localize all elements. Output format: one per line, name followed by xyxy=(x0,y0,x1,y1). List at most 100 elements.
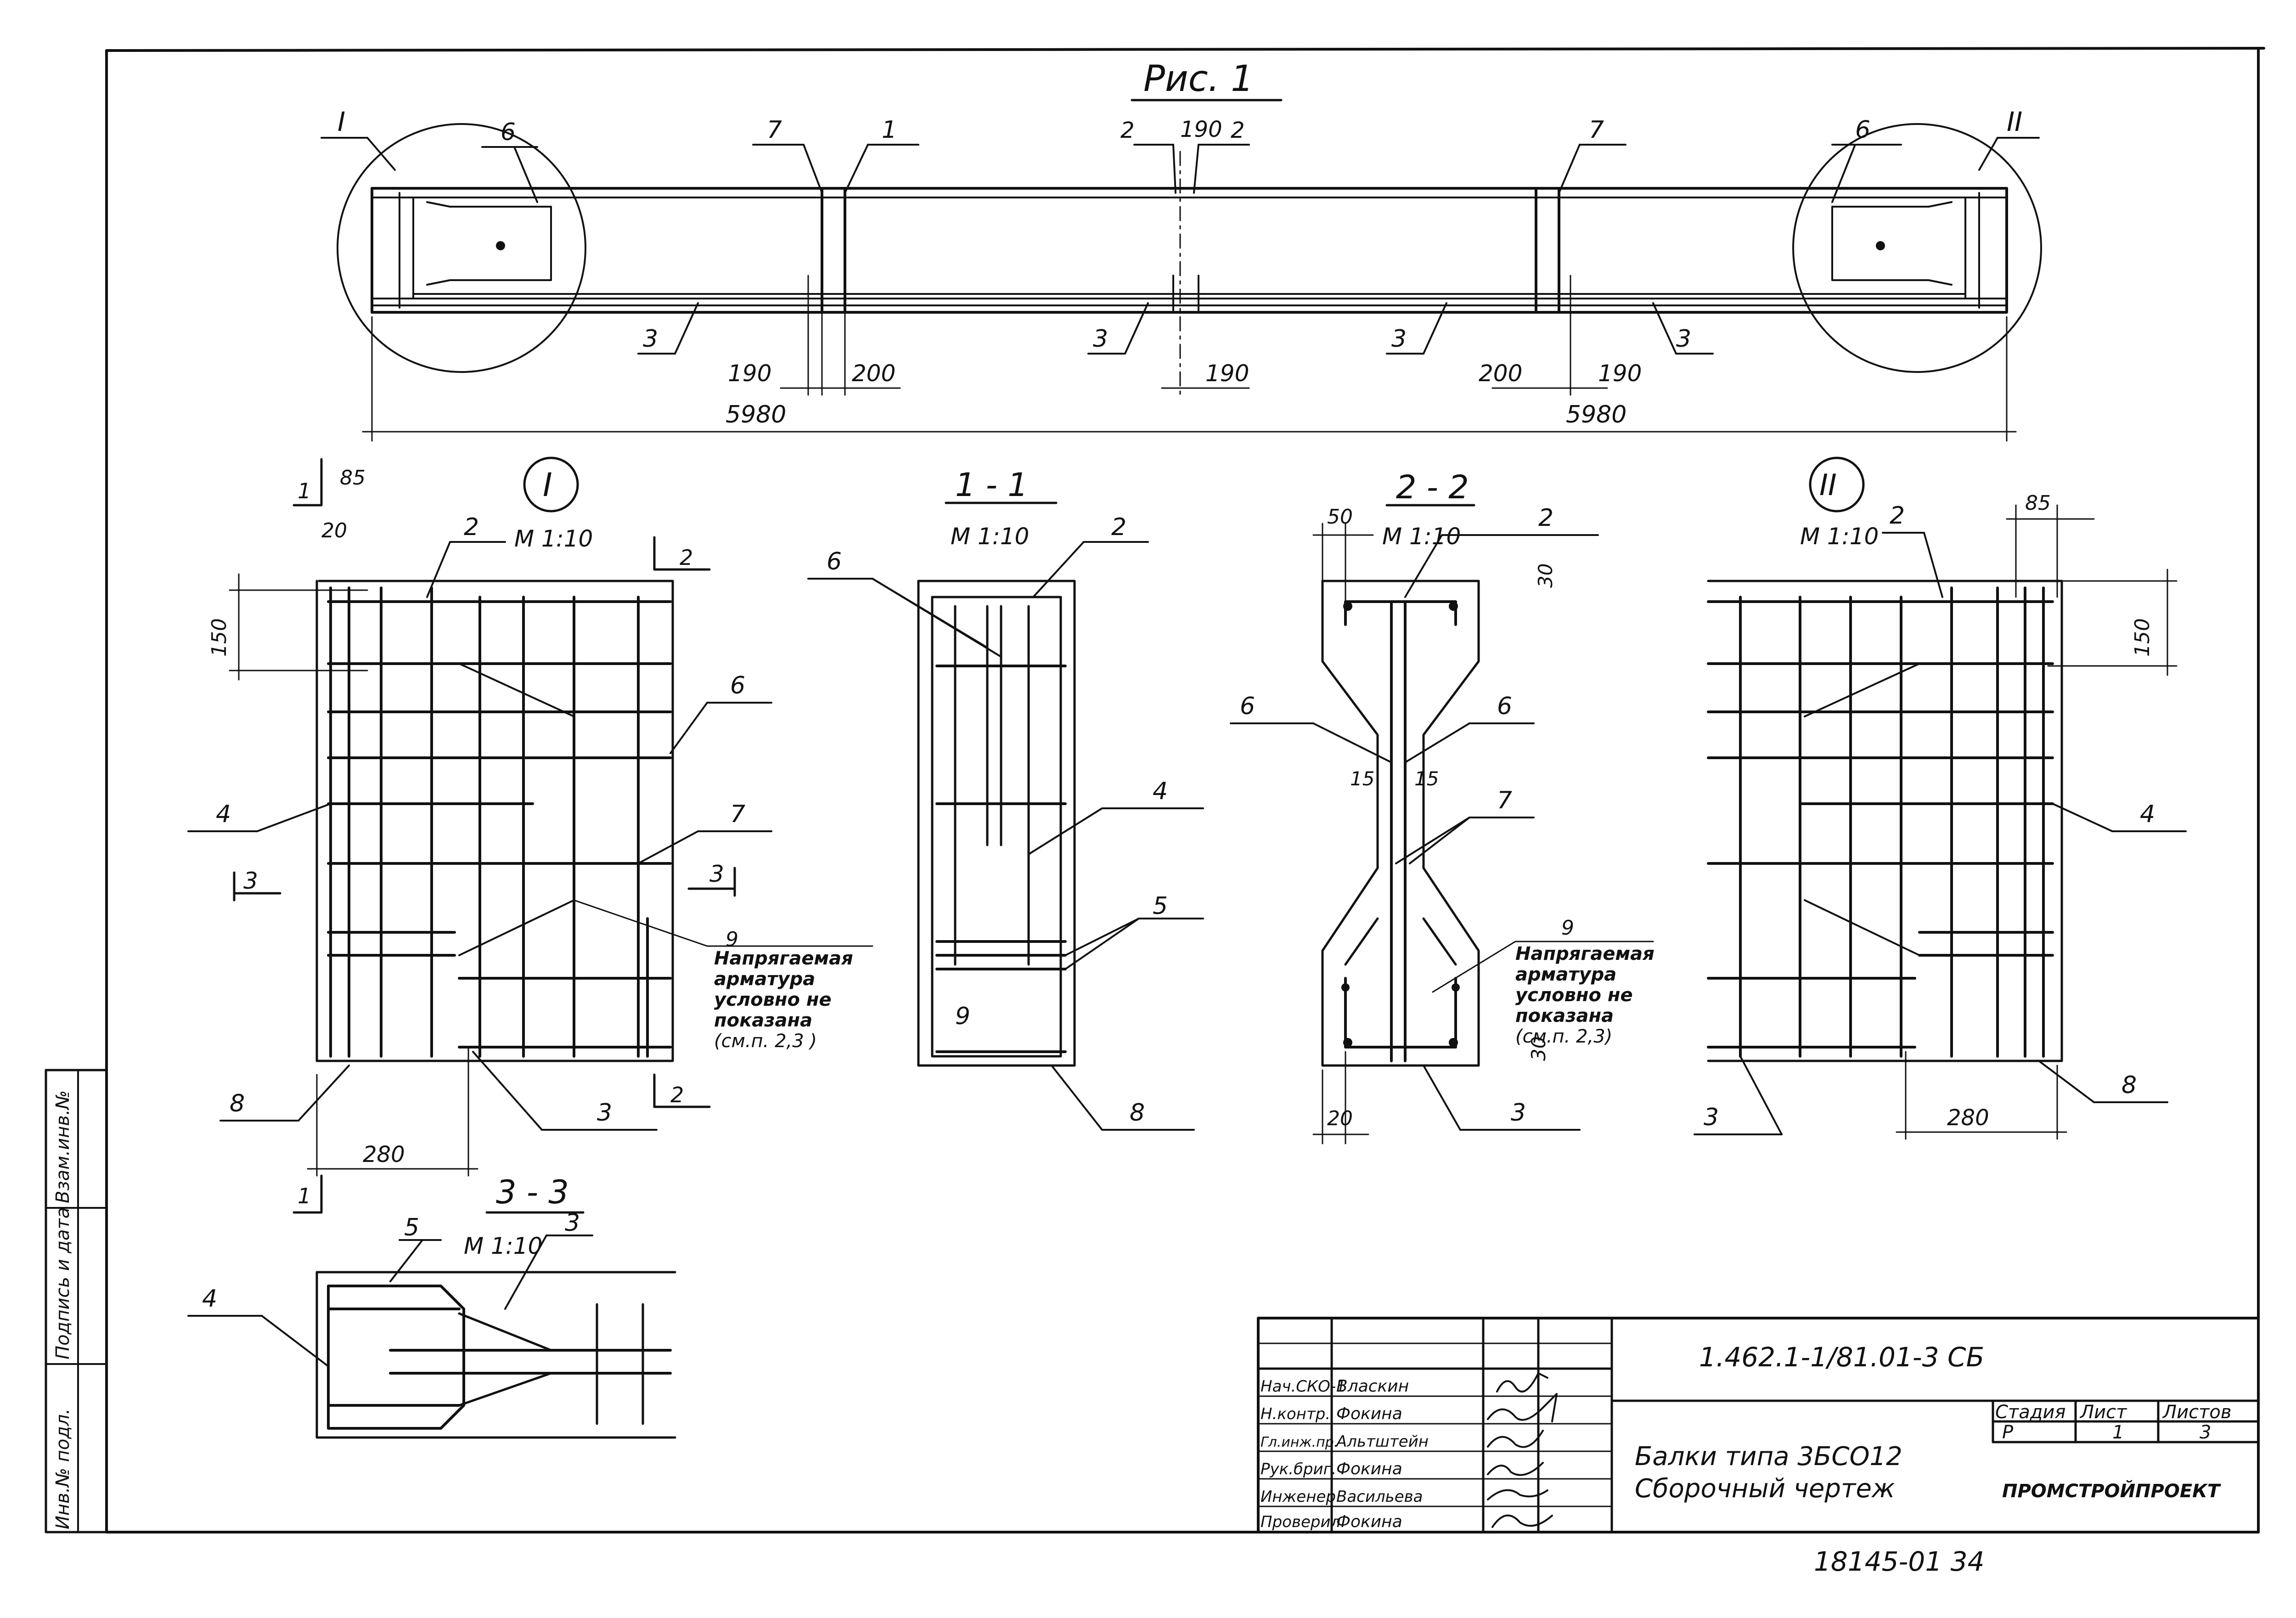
sec22-dim-30b: 30 xyxy=(1527,1037,1550,1061)
detail-II: II М 1:10 85 150 xyxy=(1694,457,2187,1140)
name-1: Власкин xyxy=(1336,1377,1409,1396)
role-1: Нач.СКО-1 xyxy=(1261,1377,1346,1396)
elev-callout-3a: 3 xyxy=(643,325,658,353)
beam-elevation: Рис. 1 6 7 1 xyxy=(321,58,2042,442)
name-3: Альтштейн xyxy=(1335,1432,1429,1451)
detail-I-scale: М 1:10 xyxy=(514,525,593,552)
detail-I-callout-3: 3 xyxy=(597,1099,612,1127)
detail-I-note-l5: (см.п. 2,3 ) xyxy=(714,1031,817,1052)
elev-callout-7b: 7 xyxy=(1589,116,1604,144)
sec22-callout-7: 7 xyxy=(1497,787,1512,814)
elev-span-right: 5980 xyxy=(1566,401,1626,428)
detail-I-cut-1b: 1 xyxy=(298,1184,311,1208)
elev-callout-3d: 3 xyxy=(1676,325,1691,353)
detail-II-dim-85: 85 xyxy=(2025,491,2051,515)
detail-I-note-number: 9 xyxy=(726,928,738,951)
detail-I-note-l3: условно не xyxy=(714,989,832,1010)
name-2: Фокина xyxy=(1336,1404,1402,1423)
sec11-callout-8: 8 xyxy=(1130,1099,1145,1127)
elev-callout-3c: 3 xyxy=(1391,325,1407,353)
detail-II-callout-3: 3 xyxy=(1704,1104,1719,1131)
sec22-callout-6b: 6 xyxy=(1497,693,1512,720)
detail-II-dim-150: 150 xyxy=(2131,618,2154,657)
side-stamp-inv: Инв.№ подл. xyxy=(52,1409,73,1529)
sec22-callout-3: 3 xyxy=(1511,1099,1526,1127)
sec22-note-l2: арматура xyxy=(1515,964,1616,985)
sec11-callout-9: 9 xyxy=(955,1003,970,1030)
sec22-title: 2 - 2 xyxy=(1396,468,1469,506)
sec22-note-l1: Напрягаемая xyxy=(1515,943,1654,964)
sec33-title: 3 - 3 xyxy=(496,1173,569,1211)
archive-number: 18145-01 34 xyxy=(1814,1546,1984,1577)
description-line2: Сборочный чертеж xyxy=(1635,1474,1895,1504)
detail-I-dim-85: 85 xyxy=(340,466,366,490)
sec22-note-l4: показана xyxy=(1515,1005,1614,1026)
detail-II-label: II xyxy=(1819,468,1837,502)
role-2: Н.контр. xyxy=(1261,1405,1330,1423)
sec22-dim-15a: 15 xyxy=(1350,767,1374,790)
name-5: Васильева xyxy=(1336,1488,1423,1506)
sec22-callout-2: 2 xyxy=(1538,504,1553,532)
detail-I-callout-7: 7 xyxy=(730,801,745,828)
sec11-callout-4: 4 xyxy=(1153,778,1168,805)
detail-II-cage xyxy=(1707,586,2054,1058)
elev-detail-I: I xyxy=(338,106,345,137)
sheet-header: Лист xyxy=(2079,1402,2127,1423)
role-6: Проверил xyxy=(1261,1513,1340,1531)
detail-I-cage xyxy=(327,586,672,1058)
detail-I-cut-3a: 3 xyxy=(243,868,258,894)
name-6: Фокина xyxy=(1336,1512,1402,1531)
detail-I-dim-280: 280 xyxy=(363,1142,405,1167)
detail-II-scale: М 1:10 xyxy=(1800,523,1879,550)
sec22-dim-50: 50 xyxy=(1327,505,1353,529)
sheet-value: 1 xyxy=(2112,1422,2124,1443)
figure-title: Рис. 1 xyxy=(1143,58,1254,100)
elev-callout-2a: 2 xyxy=(1120,118,1135,143)
detail-I: I М 1:10 1 85 20 2 150 xyxy=(187,457,873,1214)
sheets-header: Листов xyxy=(2162,1402,2231,1423)
sec11-callout-6: 6 xyxy=(827,548,842,575)
doc-code: 1.462.1-1/81.01-3 СБ xyxy=(1699,1342,1984,1373)
sec33-callout-3: 3 xyxy=(565,1209,580,1237)
signatures xyxy=(1487,1372,1558,1528)
elev-span-left: 5980 xyxy=(726,401,786,428)
role-4: Рук.бриг. xyxy=(1261,1460,1336,1478)
detail-II-dim-280: 280 xyxy=(1947,1105,1989,1131)
detail-II-callout-2: 2 xyxy=(1890,502,1905,530)
elev-callout-2b: 2 xyxy=(1231,118,1245,143)
elev-dim-190c: 190 xyxy=(1598,360,1642,387)
section-1-1: 1 - 1 М 1:10 6 2 4 5 9 8 xyxy=(807,466,1204,1131)
section-3-3: 3 - 3 М 1:10 5 3 4 xyxy=(187,1173,676,1439)
side-stamp-replace: Взам.инв.№ xyxy=(52,1090,73,1203)
sec22-note-l3: условно не xyxy=(1515,985,1633,1006)
sec33-callout-5: 5 xyxy=(404,1214,419,1241)
detail-I-callout-8: 8 xyxy=(230,1090,245,1117)
detail-I-note-l2: арматура xyxy=(714,969,815,990)
elev-callout-6a: 6 xyxy=(501,118,516,146)
sec22-scale: М 1:10 xyxy=(1382,523,1461,550)
organization: ПРОМСТРОЙПРОЕКТ xyxy=(2002,1480,2221,1502)
detail-I-dim-20: 20 xyxy=(321,519,347,542)
sec33-callout-4: 4 xyxy=(202,1285,217,1313)
stage-value: Р xyxy=(2002,1422,2014,1443)
elev-callout-6b: 6 xyxy=(1855,116,1870,144)
description-line1: Балки типа 3БСО12 xyxy=(1635,1442,1902,1471)
sec11-title: 1 - 1 xyxy=(955,466,1028,504)
elev-dim-190a: 190 xyxy=(728,360,771,387)
name-4: Фокина xyxy=(1336,1460,1402,1478)
sec11-callout-2: 2 xyxy=(1111,513,1126,541)
detail-I-dim-150: 150 xyxy=(208,618,231,657)
detail-I-callout-2: 2 xyxy=(464,513,479,541)
detail-I-callout-4: 4 xyxy=(216,801,231,828)
elev-dim-200a: 200 xyxy=(852,360,895,387)
detail-I-note-l4: показана xyxy=(714,1010,812,1031)
detail-I-note-l1: Напрягаемая xyxy=(714,948,853,969)
role-3: Гл.инж.пр. xyxy=(1261,1434,1338,1450)
sec22-note-l5: (см.п. 2,3) xyxy=(1515,1026,1612,1047)
detail-I-cut-2b: 2 xyxy=(670,1082,684,1107)
elev-callout-7a: 7 xyxy=(767,116,782,144)
detail-I-cut-1: 1 xyxy=(298,479,311,503)
side-stamp-sign: Подпись и дата xyxy=(52,1207,73,1359)
elev-detail-II: II xyxy=(2007,106,2022,137)
